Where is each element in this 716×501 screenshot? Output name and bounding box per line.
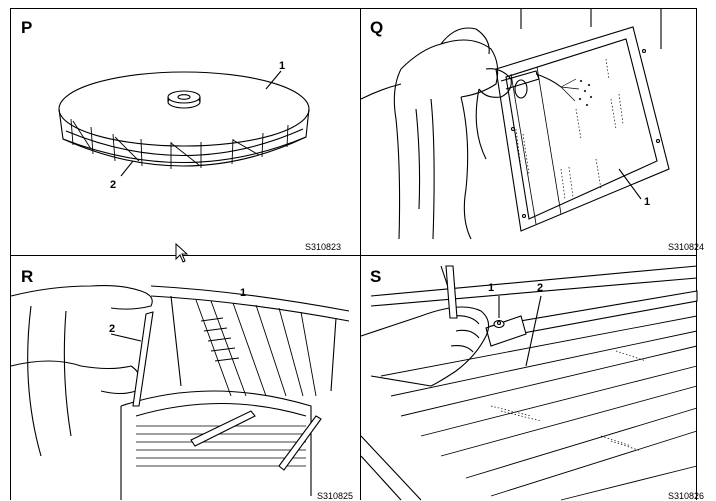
- bolt-removal-illustration: [360, 265, 698, 501]
- callout-2: 2: [537, 282, 544, 294]
- mouse-pointer-icon: [175, 242, 189, 263]
- callout-1: 1: [279, 60, 286, 72]
- figure-code: S310824: [668, 242, 705, 252]
- callout-1: 1: [240, 287, 247, 299]
- vertical-divider: [360, 8, 361, 500]
- panel-s: S 1 2 S310826: [360, 256, 704, 501]
- figure-code: S310823: [305, 242, 342, 252]
- callout-1: 1: [644, 196, 651, 208]
- panel-r: R 1 2 S310825: [10, 256, 360, 501]
- panel-q: Q 1 S310824: [360, 9, 704, 255]
- panel-letter: Q: [370, 18, 384, 37]
- panel-letter: R: [21, 267, 34, 286]
- filter-cleaning-illustration: [360, 9, 670, 240]
- figure-code: S310825: [317, 491, 354, 501]
- illustration-sheet: [10, 8, 697, 500]
- fan-wheel-illustration: [58, 70, 310, 177]
- horizontal-divider: [10, 255, 697, 256]
- callout-2: 2: [109, 323, 116, 335]
- callout-2: 2: [110, 179, 117, 191]
- panel-letter: S: [370, 267, 382, 286]
- panel-letter: P: [21, 18, 33, 37]
- callout-1: 1: [488, 282, 495, 294]
- grille-removal-illustration: [10, 285, 350, 500]
- panel-p: P 1 2 S310823: [11, 9, 360, 255]
- figure-code: S310826: [668, 491, 705, 501]
